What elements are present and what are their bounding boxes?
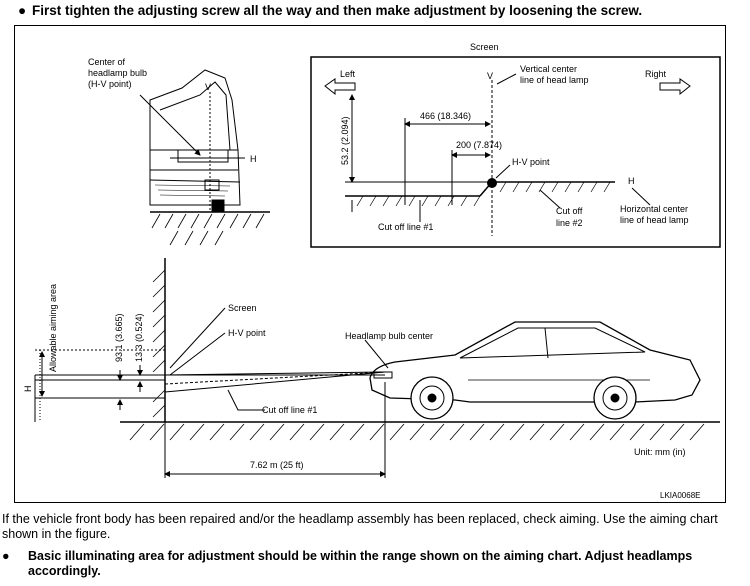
screen-title: Screen	[470, 42, 499, 52]
screen-dim-53: 53.2 (2.094)	[340, 116, 350, 165]
front-center-label-3: (H-V point)	[88, 79, 132, 89]
side-cutoff-1: Cut off line #1	[262, 405, 317, 415]
screen-hv-point: H-V point	[512, 157, 550, 167]
screen-panel-lines	[324, 73, 691, 236]
bullet-icon: ●	[2, 549, 10, 563]
front-view	[139, 69, 270, 246]
aiming-paragraph: If the vehicle front body has been repai…	[2, 512, 718, 541]
front-center-label-2: headlamp bulb	[88, 68, 147, 78]
figure-id: LKIA0068E	[660, 491, 700, 500]
top-instruction-text: First tighten the adjusting screw all th…	[32, 3, 643, 18]
side-unit: Unit: mm (in)	[634, 447, 686, 457]
screen-dim-200: 200 (7.874)	[456, 140, 502, 150]
side-allowable-area: Allowable aiming area	[48, 284, 58, 372]
screen-h-label: H	[628, 176, 635, 186]
screen-dim-466: 466 (18.346)	[420, 111, 471, 121]
screen-vertical-center-1: Vertical center	[520, 64, 577, 74]
screen-v-label: V	[487, 71, 493, 81]
side-distance: 7.62 m (25 ft)	[250, 460, 304, 470]
bullet-icon: ●	[18, 3, 27, 18]
figure-frame	[14, 25, 726, 503]
bottom-instruction-text: Basic illuminating area for adjustment s…	[28, 549, 693, 578]
screen-cutoff-2-1: Cut off	[556, 206, 583, 216]
screen-left-label: Left	[340, 69, 356, 79]
side-h-label: H	[23, 386, 33, 393]
side-screen-label: Screen	[228, 303, 257, 313]
side-hv-point: H-V point	[228, 328, 266, 338]
screen-vertical-center-2: line of head lamp	[520, 75, 589, 85]
front-v-label: V	[205, 82, 211, 92]
screen-cutoff-2-2: line #2	[556, 218, 583, 228]
screen-cutoff-1: Cut off line #1	[378, 222, 433, 232]
side-dim-13: 13.3 (0.524)	[134, 313, 144, 362]
side-dim-93: 93.1 (3.665)	[114, 313, 124, 362]
front-h-label: H	[250, 154, 257, 164]
top-instruction: ● First tighten the adjusting screw all t…	[18, 3, 748, 18]
screen-horizontal-center-2: line of head lamp	[620, 215, 689, 225]
screen-right-label: Right	[645, 69, 667, 79]
screen-panel-frame	[310, 56, 721, 248]
screen-horizontal-center-1: Horizontal center	[620, 204, 688, 214]
screen-hv-point-marker	[487, 178, 497, 188]
bottom-instruction: ● Basic illuminating area for adjustment …	[2, 549, 748, 579]
side-headlamp-bulb-center: Headlamp bulb center	[345, 331, 433, 341]
front-center-label-1: Center of	[88, 57, 126, 67]
side-view	[34, 258, 720, 478]
